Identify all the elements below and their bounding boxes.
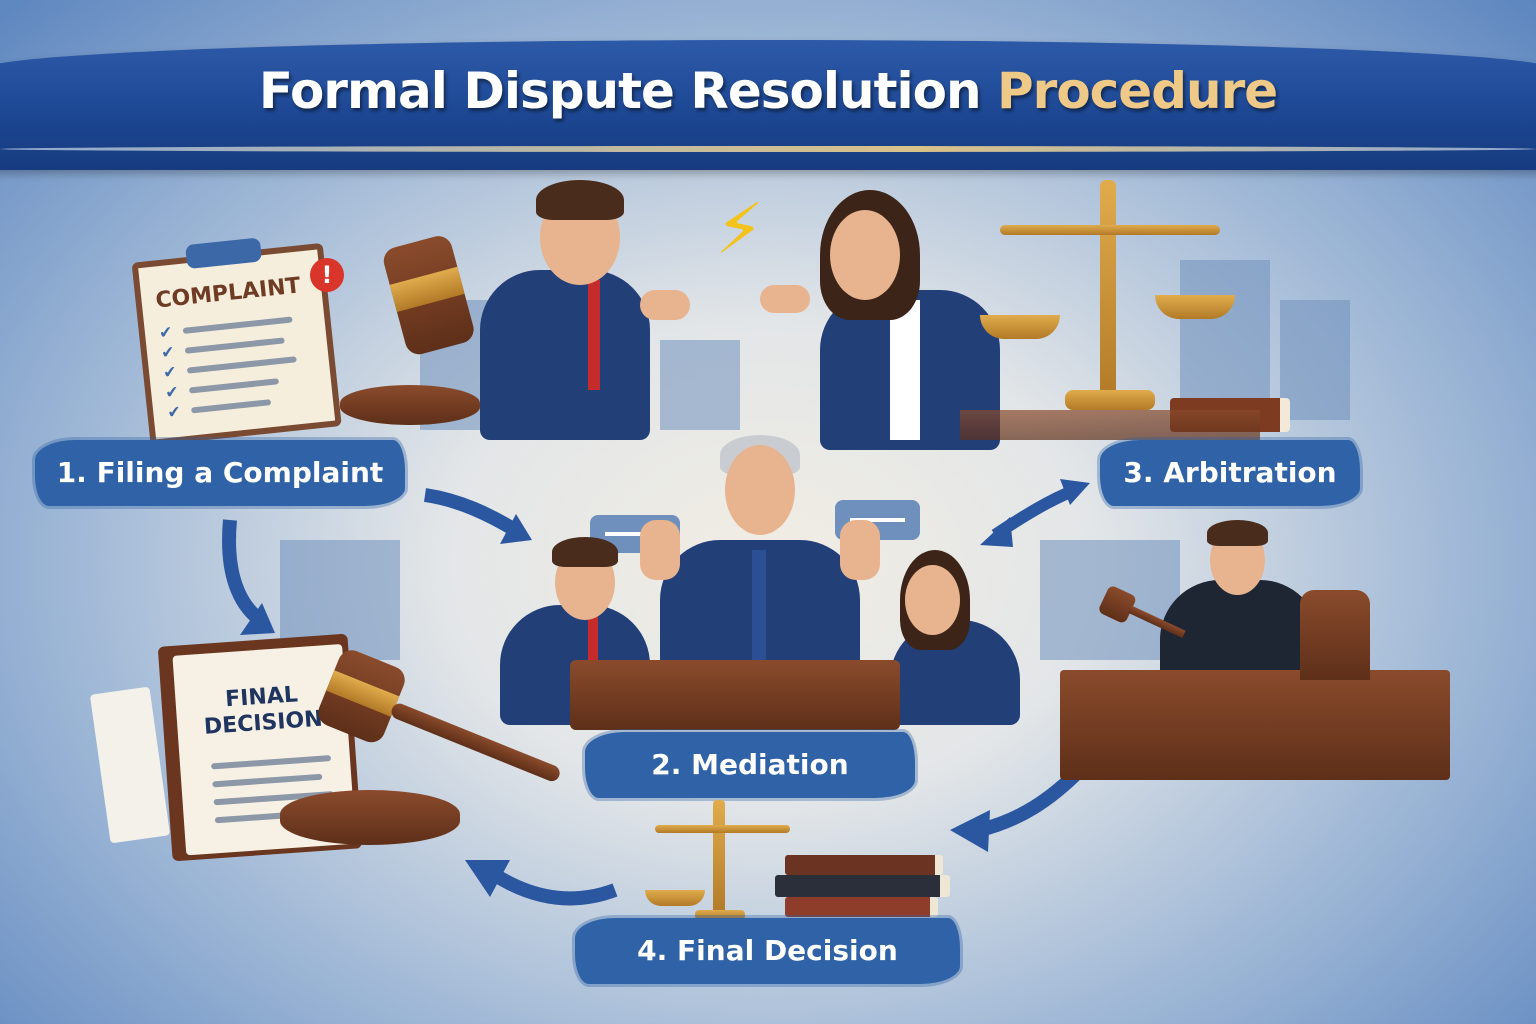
page-title: Formal Dispute Resolution Procedure [0,62,1536,120]
step-2-label: 2. Mediation [585,732,915,798]
gavel-block [340,385,480,425]
judge-chair [1300,590,1370,680]
gavel-block [280,790,460,845]
building-bg [1180,260,1270,420]
mediation-woman [880,550,1020,725]
arbitrator-judge [1150,520,1320,680]
book-icon [775,875,950,897]
arrow-down-icon [222,519,275,635]
arguing-woman [760,190,1010,450]
step-3-label: 3. Arbitration [1100,440,1360,506]
paper-stack-icon [89,686,171,844]
scales-of-justice-icon [980,180,1240,420]
arrow-left-icon [465,860,618,906]
mediation-table [570,660,900,730]
lightning-icon: ⚡ [715,188,765,270]
title-accent: Procedure [997,62,1278,120]
desk [960,410,1260,440]
scales-of-justice-icon [645,800,795,920]
pointing-hand [760,285,810,313]
judge-bench [1060,670,1450,780]
building-bg [1280,300,1350,420]
book-icon [785,855,943,875]
building-bg [660,340,740,430]
step-4-label: 4. Final Decision [575,918,960,984]
step-1-label: 1. Filing a Complaint [35,440,405,506]
arrow-bidirectional-icon [980,479,1090,547]
arrow-right-icon [423,488,532,544]
alert-icon: ! [310,258,344,292]
title-main: Formal Dispute Resolution [258,62,982,120]
arguing-man [470,170,690,440]
gavel-icon [380,232,480,367]
book-icon [785,897,938,917]
mediator [640,430,880,690]
pointing-hand [640,290,690,320]
banner-stripe [0,146,1536,152]
